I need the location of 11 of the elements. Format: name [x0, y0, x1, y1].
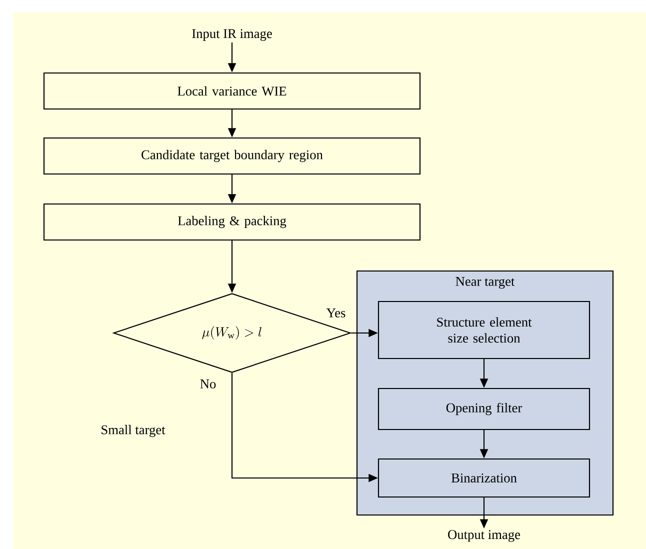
- edge-label: No: [200, 380, 216, 388]
- process-box: Binarization: [378, 458, 590, 498]
- terminal-text: Output image: [448, 530, 520, 542]
- process-box: Opening filter: [378, 388, 590, 430]
- process-box: Local variance WIE: [43, 72, 421, 110]
- terminal-text: Input IR image: [192, 29, 272, 41]
- branch-label: Small target: [102, 424, 166, 438]
- process-box: Labeling & packing: [43, 203, 421, 241]
- process-box: Candidate target boundary region: [43, 137, 421, 175]
- edge-label: Yes: [326, 308, 346, 318]
- process-box: Structure element size selection: [378, 300, 590, 360]
